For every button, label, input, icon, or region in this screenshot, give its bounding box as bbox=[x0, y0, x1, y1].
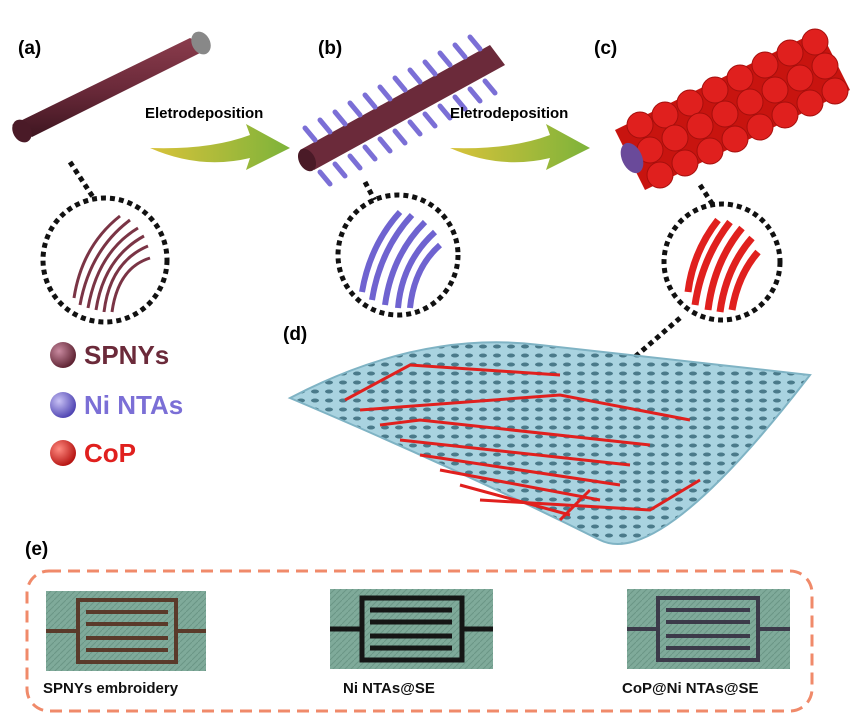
legend-label-ni: Ni NTAs bbox=[84, 390, 183, 420]
photo-caption-3: CoP@Ni NTAs@SE bbox=[622, 680, 759, 697]
arrow-icon-2 bbox=[450, 124, 590, 170]
cop-zoom-circle bbox=[661, 201, 783, 323]
photo-3 bbox=[627, 589, 790, 669]
photo-2 bbox=[330, 589, 493, 669]
cop-rod bbox=[615, 28, 850, 190]
ni-zoom-circle bbox=[335, 192, 461, 318]
step1-label: Eletrodeposition bbox=[145, 105, 263, 122]
yarn-zoom-circle bbox=[40, 195, 170, 325]
legend: SPNYs Ni NTAs CoP bbox=[50, 340, 183, 468]
photo-caption-1: SPNYs embroidery bbox=[43, 680, 179, 697]
panel-label-c: (c) bbox=[594, 38, 617, 59]
photo-1 bbox=[46, 591, 206, 671]
panel-label-b: (b) bbox=[318, 38, 342, 59]
ni-rod bbox=[297, 34, 505, 187]
legend-label-spnys: SPNYs bbox=[84, 340, 169, 370]
yarn-rod bbox=[12, 31, 211, 143]
legend-label-cop: CoP bbox=[84, 438, 136, 468]
legend-swatch-ni bbox=[50, 392, 76, 418]
photo-caption-2: Ni NTAs@SE bbox=[343, 680, 435, 697]
embroidery-pattern bbox=[344, 363, 701, 522]
legend-swatch-spnys bbox=[50, 342, 76, 368]
zoom-line-d bbox=[583, 316, 682, 402]
photo-frame bbox=[25, 569, 814, 713]
legend-swatch-cop bbox=[50, 440, 76, 466]
step2-label: Eletrodeposition bbox=[450, 105, 568, 122]
arrow-icon-1 bbox=[150, 124, 290, 170]
fabric-sheet bbox=[287, 341, 812, 545]
panel-label-e: (e) bbox=[25, 539, 48, 560]
panel-label-a: (a) bbox=[18, 38, 41, 59]
panel-label-d: (d) bbox=[283, 324, 307, 345]
